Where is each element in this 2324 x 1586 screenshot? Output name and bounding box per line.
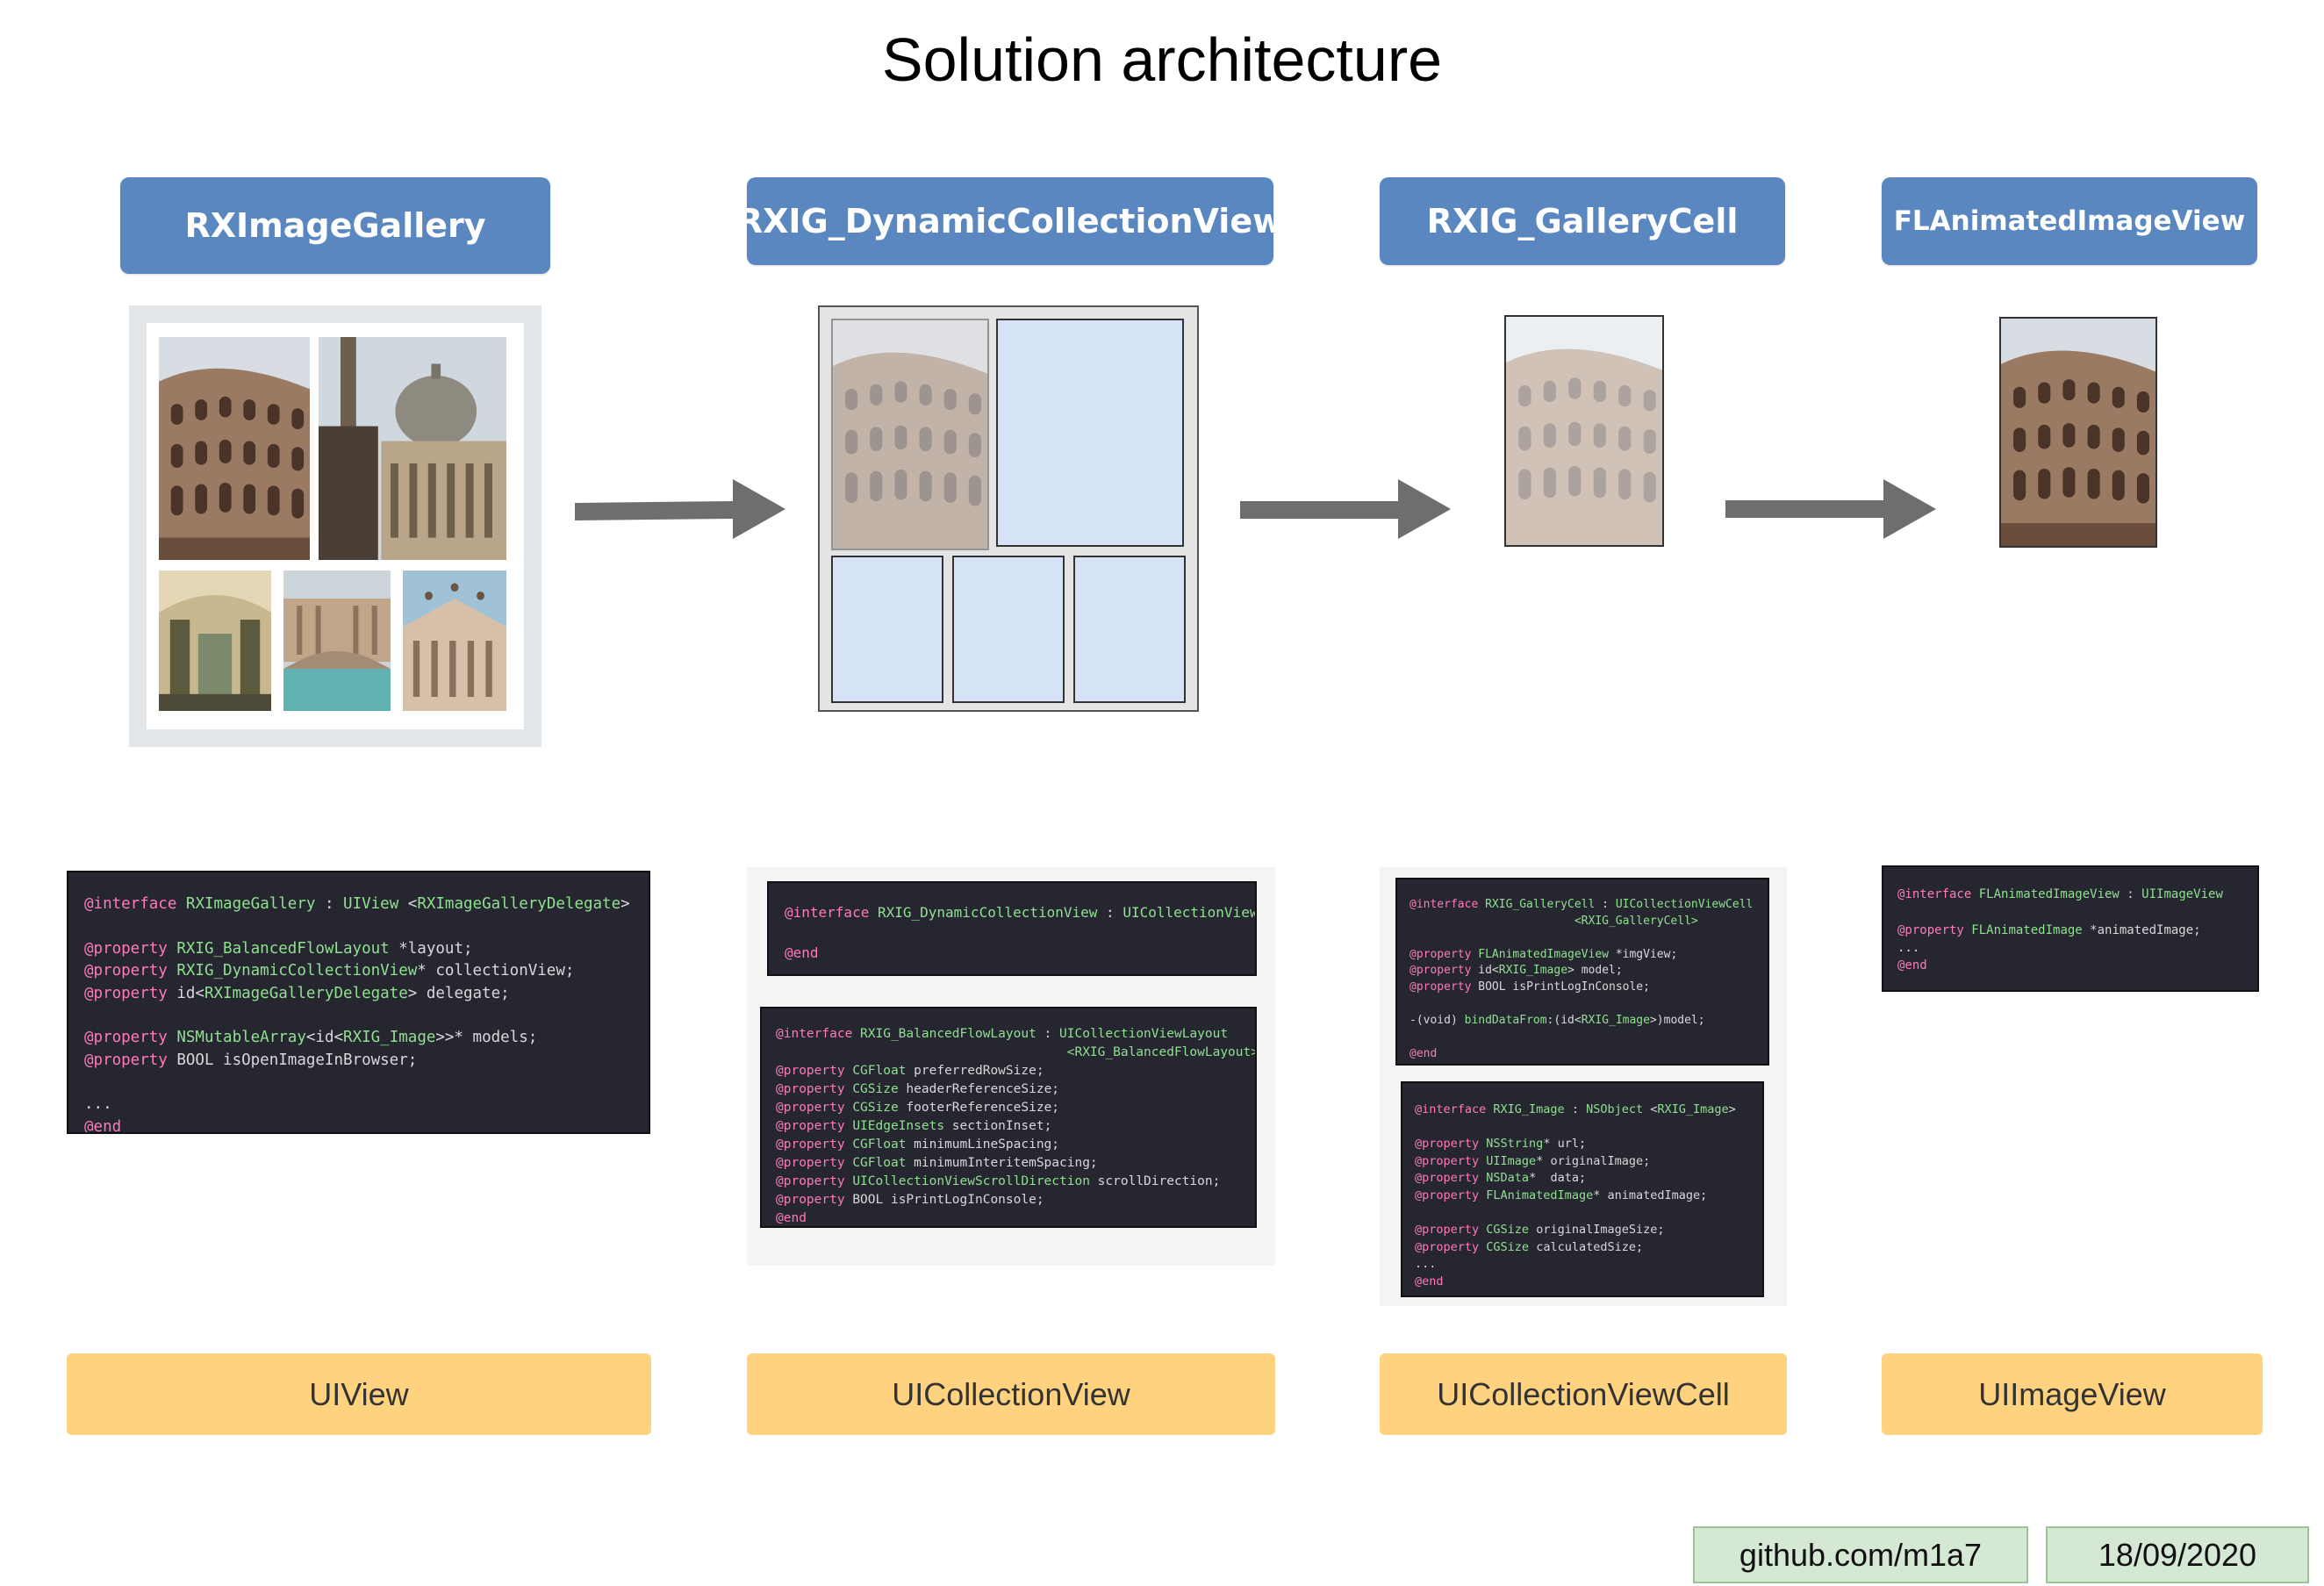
code-line	[1897, 904, 2243, 922]
code-line: @property CGSize calculatedSize;	[1415, 1239, 1644, 1254]
code-line: @property FLAnimatedImageView *imgView;	[1409, 947, 1678, 961]
code-line: @property BOOL isPrintLogInConsole;	[1409, 980, 1650, 994]
code-line: @property BOOL isOpenImageInBrowser;	[84, 1051, 418, 1069]
right-arrow-icon	[1725, 479, 1936, 539]
code-line	[1409, 996, 1755, 1013]
code-line: @property CGFloat minimumLineSpacing;	[776, 1137, 1060, 1152]
right-arrow-icon	[1240, 479, 1451, 539]
code-line: @property CGSize originalImageSize;	[1415, 1222, 1665, 1237]
header-flanimatedimageview: FLAnimatedImageView	[1882, 177, 2257, 265]
code-line: @property CGSize headerReferenceSize;	[776, 1082, 1060, 1097]
collection-cell	[952, 556, 1065, 703]
fountain-photo	[283, 571, 391, 711]
base-class-uiimageview: UIImageView	[1882, 1353, 2263, 1435]
code-line: <RXIG_BalancedFlowLayout>	[1066, 1045, 1257, 1060]
code-line	[84, 1072, 633, 1094]
code-line: @property CGSize footerReferenceSize;	[776, 1101, 1060, 1116]
code-line: @property id<RXIG_Image> model;	[1409, 964, 1623, 978]
code-line: @property NSMutableArray<id<RXIG_Image>>…	[84, 1029, 538, 1047]
code-line: @property BOOL isPrintLogInConsole;	[776, 1193, 1044, 1208]
right-arrow-icon	[575, 479, 785, 539]
code-line: @property RXIG_DynamicCollectionView* co…	[84, 962, 575, 980]
code-line	[1415, 1205, 1750, 1223]
date-label: 18/09/2020	[2046, 1526, 2309, 1583]
code-line: @property UIEdgeInsets sectionInset;	[776, 1119, 1052, 1134]
code-line: @property CGFloat minimumInteritemSpacin…	[776, 1156, 1098, 1171]
code-line: @interface RXIG_BalancedFlowLayout : UIC…	[776, 1027, 1229, 1041]
code-line: @property UIImage* originalImage;	[1415, 1153, 1651, 1168]
gallery-collage	[129, 305, 542, 747]
code-line: <RXIG_GalleryCell>	[1574, 914, 1698, 928]
code-line	[1415, 1120, 1750, 1137]
code-line: @interface FLAnimatedImageView : UIImage…	[1897, 887, 2223, 901]
code-rxig-gallerycell: @interface RXIG_GalleryCell : UICollecti…	[1395, 878, 1769, 1066]
code-line: @property CGFloat preferredRowSize;	[776, 1064, 1044, 1079]
code-line: @property FLAnimatedImage* animatedImage…	[1415, 1188, 1708, 1202]
colosseum-photo	[159, 337, 310, 560]
code-line	[785, 922, 1239, 943]
collection-cell	[1073, 556, 1186, 703]
base-class-uicollectionviewcell: UICollectionViewCell	[1380, 1353, 1787, 1435]
page-title: Solution architecture	[881, 25, 1443, 94]
code-line: ...	[1897, 940, 1920, 955]
code-line: @property id<RXImageGalleryDelegate> del…	[84, 984, 510, 1002]
code-line: @property NSString* url;	[1415, 1137, 1587, 1152]
collection-view-grid	[818, 305, 1199, 712]
code-line: @end	[1415, 1274, 1444, 1288]
facade-photo	[403, 571, 506, 711]
basilica-photo	[319, 337, 506, 560]
code-line: @property RXIG_BalancedFlowLayout *layou…	[84, 939, 473, 958]
code-line	[1409, 1030, 1755, 1046]
code-line: -(void) bindDataFrom:(id<RXIG_Image>)mod…	[1409, 1013, 1705, 1027]
code-line: @interface RXIG_Image : NSObject <RXIG_I…	[1415, 1102, 1736, 1116]
gallery-cell-image	[1504, 315, 1664, 547]
code-line: ...	[1415, 1257, 1437, 1272]
code-line: @property NSData* data;	[1415, 1171, 1587, 1186]
code-rxig-balancedflowlayout: @interface RXIG_BalancedFlowLayout : UIC…	[760, 1007, 1257, 1228]
code-line	[84, 915, 633, 937]
collection-cell	[831, 556, 943, 703]
code-line	[1409, 930, 1755, 947]
code-rxig-dynamiccollectionview: @interface RXIG_DynamicCollectionView : …	[767, 881, 1257, 976]
code-rxig-image: @interface RXIG_Image : NSObject <RXIG_I…	[1401, 1081, 1764, 1297]
code-line: ...	[84, 1095, 112, 1114]
cell-image	[831, 319, 989, 550]
header-rxig-dynamiccollectionview: RXIG_DynamicCollectionView	[737, 177, 1283, 265]
code-line: @property FLAnimatedImage *animatedImage…	[1897, 922, 2201, 937]
base-class-uicollectionview: UICollectionView	[747, 1353, 1275, 1435]
base-class-uiview: UIView	[67, 1353, 651, 1435]
code-line: @property UICollectionViewScrollDirectio…	[776, 1174, 1221, 1189]
code-line	[84, 1005, 633, 1027]
code-line: @interface RXIG_DynamicCollectionView : …	[785, 904, 1257, 921]
interior-photo	[159, 571, 271, 711]
code-rximagegallery: @interface RXImageGallery : UIView <RXIm…	[67, 871, 650, 1134]
code-line: @interface RXIG_GalleryCell : UICollecti…	[1409, 898, 1754, 911]
code-line: @end	[84, 1117, 122, 1134]
github-link[interactable]: github.com/m1a7	[1693, 1526, 2028, 1583]
code-line: @end	[776, 1211, 807, 1226]
code-flanimatedimageview: @interface FLAnimatedImageView : UIImage…	[1882, 865, 2259, 992]
collection-cell	[996, 319, 1184, 547]
header-rximagegallery: RXImageGallery	[120, 177, 550, 274]
code-line: @end	[785, 944, 819, 962]
code-line: @interface RXImageGallery : UIView <RXIm…	[84, 895, 630, 913]
code-line: @end	[1409, 1046, 1438, 1060]
animated-image	[1999, 317, 2157, 548]
code-line: @end	[1897, 958, 1927, 973]
header-rxig-gallerycell: RXIG_GalleryCell	[1380, 177, 1785, 265]
